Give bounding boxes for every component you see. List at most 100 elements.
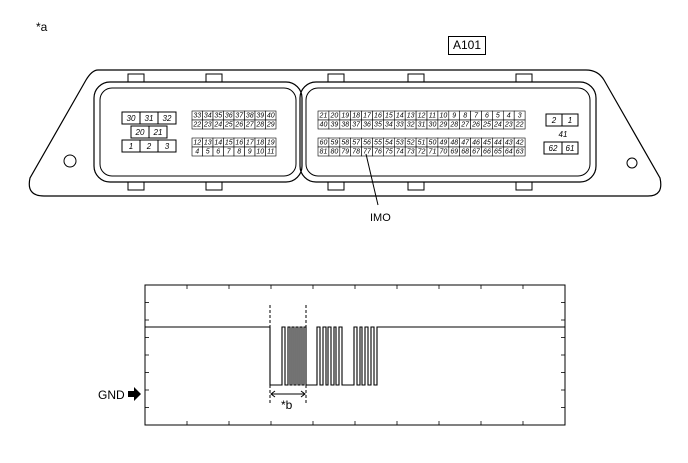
pin-label: 81 (320, 149, 328, 156)
pin-label: 60 (320, 140, 328, 147)
pin-label: 8 (463, 113, 467, 120)
pin-label: 7 (474, 113, 479, 120)
pin-label: 57 (352, 140, 361, 147)
signal-trace (145, 326, 565, 386)
left-socket (93, 81, 303, 183)
pin-label: 39 (330, 122, 338, 129)
pin-label: 3 (165, 142, 170, 151)
pin-label: 37 (352, 122, 361, 129)
connector-code-box: A101 (448, 36, 486, 55)
pin-label: 43 (505, 140, 513, 147)
pin-label: 26 (234, 122, 243, 129)
pin-label: 64 (505, 149, 513, 156)
pin-label: 27 (460, 122, 470, 129)
pin-label: 32 (163, 114, 172, 123)
pin-label: 28 (449, 122, 458, 129)
pin-label: 1 (129, 142, 133, 151)
pin-label: 31 (145, 114, 154, 123)
pin-label: 10 (256, 149, 264, 156)
right-socket (299, 81, 597, 183)
pin-label: 14 (396, 113, 404, 120)
pin-label: 3 (518, 113, 522, 120)
right-mounting-hole (626, 157, 638, 169)
figure-label-a: *a (36, 20, 48, 34)
pin-label: 68 (461, 149, 469, 156)
pin-label: 67 (472, 149, 481, 156)
pin-label: 52 (407, 140, 415, 147)
pin-label: 49 (439, 140, 447, 147)
pin-label: 66 (483, 149, 491, 156)
pin-label: 22 (515, 122, 524, 129)
pin-label: 26 (471, 122, 480, 129)
scope-frame (144, 284, 566, 426)
connector-housing (28, 69, 662, 197)
pin-label: 73 (407, 149, 415, 156)
pin-label: 13 (204, 140, 212, 147)
pin-label: 29 (438, 122, 447, 129)
pin-label: 38 (246, 113, 254, 120)
pin-label: 29 (266, 122, 275, 129)
pin-label: 69 (450, 149, 458, 156)
left-pin-block (121, 111, 177, 153)
pin-label: 36 (225, 113, 233, 120)
pin-label: 12 (193, 140, 201, 147)
pin-label: 58 (341, 140, 349, 147)
pin-label: 75 (385, 149, 393, 156)
pin-label: 72 (418, 149, 426, 156)
pin-label: 33 (396, 122, 404, 129)
pin-label: 7 (227, 149, 232, 156)
pin-label: 14 (214, 140, 222, 147)
left-mounting-hole (63, 154, 77, 168)
pin-label: 8 (237, 149, 241, 156)
pin-label: 63 (516, 149, 524, 156)
pin-label: 33 (193, 113, 201, 120)
pin-label: 19 (267, 140, 275, 147)
pin-label: 77 (363, 149, 372, 156)
pin-label: 16 (235, 140, 243, 147)
pin-label: 61 (566, 144, 575, 153)
gnd-label: GND (98, 388, 125, 402)
pin-label: 11 (429, 113, 436, 120)
pin-label: 56 (363, 140, 371, 147)
pin-label: 23 (203, 122, 212, 129)
pin-label: 6 (216, 149, 220, 156)
pin-label: 10 (439, 113, 447, 120)
pin-label: 34 (385, 122, 393, 129)
pin-label: 15 (225, 140, 233, 147)
pin-label: 55 (374, 140, 382, 147)
pin-label: 9 (452, 113, 456, 120)
far-right-pin-block (543, 113, 579, 155)
pin-label: 12 (418, 113, 426, 120)
pin-label: 78 (352, 149, 360, 156)
pin-label: 32 (407, 122, 415, 129)
pin-label: 4 (195, 149, 199, 156)
pin-label: 59 (330, 140, 338, 147)
pin-label: 20 (329, 113, 338, 120)
pin-label: 27 (245, 122, 255, 129)
pin-label: 48 (450, 140, 458, 147)
pin-label: 30 (127, 114, 136, 123)
pin-label: 21 (319, 113, 328, 120)
pin-label: 15 (385, 113, 393, 120)
pin-label: 35 (374, 122, 382, 129)
pin-label: 2 (551, 116, 557, 125)
pin-label: 24 (493, 122, 502, 129)
pin-label: 17 (246, 140, 255, 147)
pin-label: 65 (494, 149, 502, 156)
pin-label: 13 (407, 113, 415, 120)
imo-terminal-label: IMO (370, 212, 391, 224)
pin-label: 76 (374, 149, 382, 156)
pin-label: 79 (341, 149, 349, 156)
pin-label: 31 (418, 122, 426, 129)
pin-label: 22 (192, 122, 201, 129)
pin-label: 9 (248, 149, 252, 156)
pin-label: 36 (363, 122, 371, 129)
pin-label: 6 (485, 113, 489, 120)
pin-label: 18 (256, 140, 264, 147)
pin-label: 38 (341, 122, 349, 129)
pin-label: 45 (483, 140, 491, 147)
pin-label: 37 (235, 113, 244, 120)
pin-label: 74 (396, 149, 404, 156)
